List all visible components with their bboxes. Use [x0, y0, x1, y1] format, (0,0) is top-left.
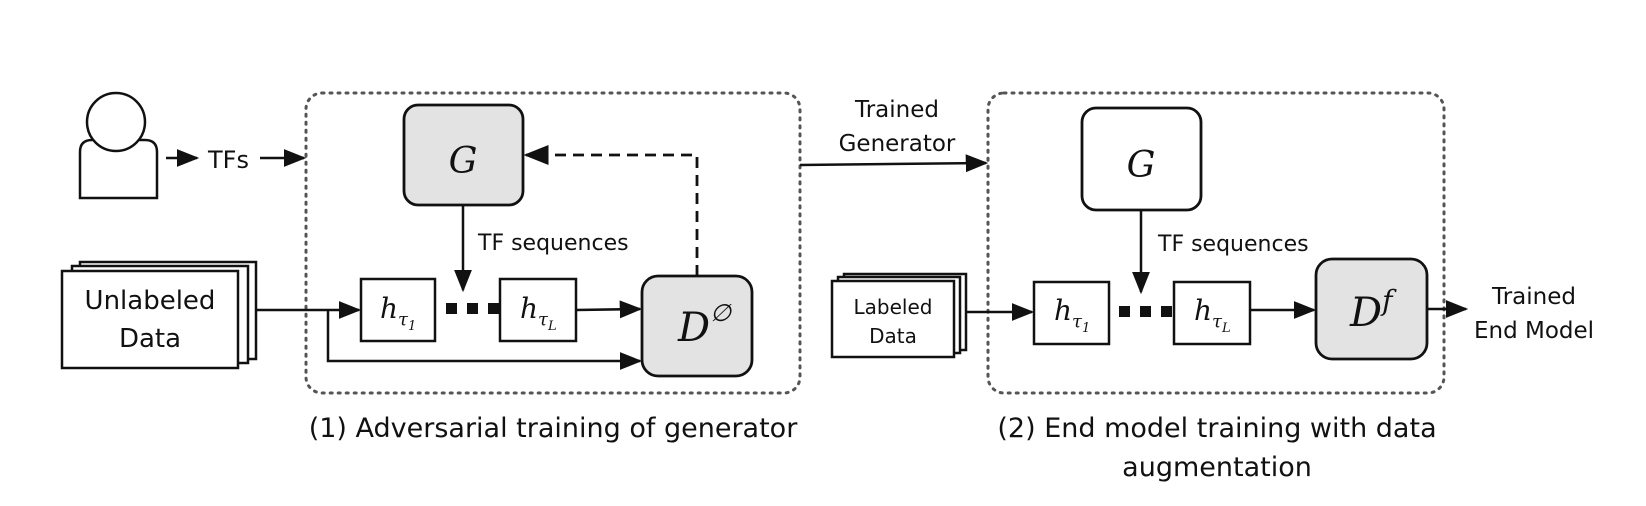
phase1-tf-last-box [498, 277, 578, 343]
discriminator-feedback-arrow [523, 144, 699, 276]
unlabeled-data-stack [60, 260, 258, 370]
phase1-tf-sequences-label: TF sequences [477, 231, 629, 256]
phase1-ellipsis-dots [446, 303, 499, 314]
phase1-tf-first-box [359, 277, 437, 343]
phase2-tf-first-label: hτ1 [1054, 294, 1090, 336]
phase1-tf-first-label: hτ1 [380, 292, 416, 334]
unlabeled-data-label-line2: Data [119, 324, 181, 354]
labeled-data-label-line2: Data [869, 324, 917, 348]
trained-end-model-label-line2: End Model [1474, 318, 1594, 344]
phase2-group-box [986, 91, 1446, 395]
phase2-tf-last-box [1172, 280, 1252, 346]
unlabeled-to-discriminator-arrow [326, 310, 643, 370]
phase1-generator-label: G [449, 141, 478, 182]
phase1-discriminator-label: D∅ [677, 299, 732, 351]
user-icon [78, 91, 159, 200]
unlabeled-data-label-line1: Unlabeled [85, 286, 216, 316]
phase2-tf-sequences-label: TF sequences [1157, 232, 1309, 257]
labeled-data-stack [830, 272, 968, 359]
trained-generator-transfer-arrow [799, 154, 989, 173]
phase2-generator-label: G [1127, 145, 1156, 186]
phase2-caption-line2: augmentation [1122, 452, 1312, 483]
phase1-group-box [304, 91, 802, 395]
trained-generator-label-line1: Trained [854, 97, 939, 123]
labeled-data-label-line1: Labeled [854, 295, 933, 319]
trained-end-model-label-line1: Trained [1491, 284, 1576, 310]
phase2-ellipsis-dots [1119, 306, 1172, 317]
phase1-caption: (1) Adversarial training of generator [309, 413, 799, 444]
phase1-tf-last-label: hτL [520, 292, 557, 334]
tfs-label: TFs [207, 146, 249, 174]
phase2-caption-line1: (2) End model training with data [997, 413, 1436, 444]
trained-generator-label-line2: Generator [839, 131, 956, 157]
phase2-tf-last-label: hτL [1194, 294, 1231, 336]
phase2-tf-first-box [1032, 280, 1111, 346]
tf-last-to-discriminator-arrow [575, 300, 643, 319]
